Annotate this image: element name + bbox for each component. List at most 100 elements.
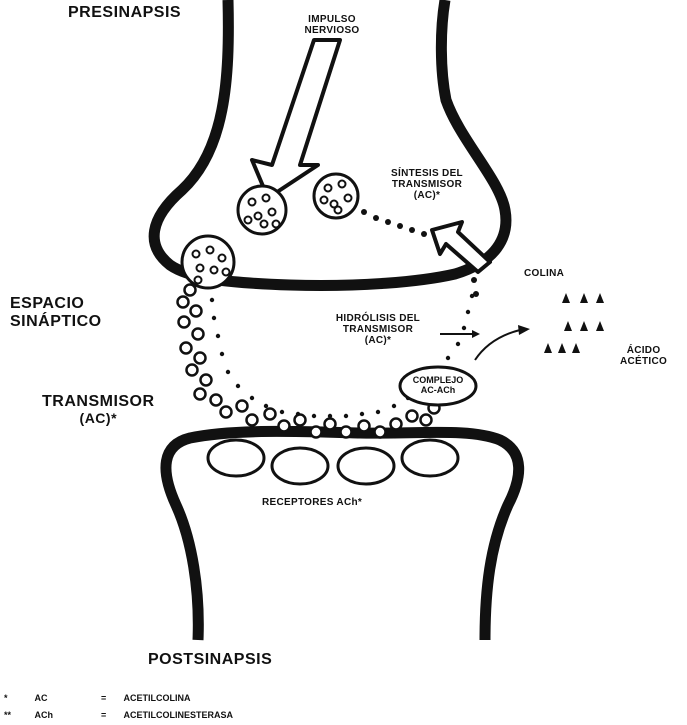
choline-dot [385, 219, 391, 225]
synthesis-line3: (AC)* [372, 190, 482, 201]
acetylcholine-dot [210, 298, 214, 302]
transmitter-molecule [261, 221, 268, 228]
receptor [208, 440, 264, 476]
metabolite-mark [596, 321, 604, 331]
receptor [402, 440, 458, 476]
metabolite-mark [564, 321, 572, 331]
released-transmitter [407, 411, 418, 422]
released-transmitter [185, 285, 196, 296]
synaptic-space-line1: ESPACIO [10, 295, 102, 313]
acetylcholine-dot [462, 326, 466, 330]
acetylcholine-dot [392, 404, 396, 408]
legend-meaning-2: ACETILCOLINESTERASA [124, 710, 234, 720]
metabolite-mark [580, 321, 588, 331]
transmitter-molecule [197, 265, 204, 272]
acetylcholine-dot [280, 410, 284, 414]
acetylcholine-dot [236, 384, 240, 388]
metabolite-mark [544, 343, 552, 353]
receptor [338, 448, 394, 484]
transmitter-molecule [193, 251, 200, 258]
transmitter-line2: (AC)* [42, 411, 155, 426]
transmitter-molecule [255, 213, 262, 220]
hydrolysis-line2: TRANSMISOR [318, 324, 438, 335]
transmitter-molecule [223, 269, 230, 276]
transmitter-molecule [335, 207, 342, 214]
released-transmitter [247, 415, 258, 426]
acetic-pointer-head [518, 325, 530, 335]
acetylcholine-dot [466, 310, 470, 314]
synthesis-line2: TRANSMISOR [372, 179, 482, 190]
acetylcholine-dot [212, 316, 216, 320]
transmitter-molecule [195, 277, 202, 284]
released-transmitter [265, 409, 276, 420]
released-transmitter [375, 427, 386, 438]
metabolite-mark [596, 293, 604, 303]
acetylcholine-dot [312, 414, 316, 418]
transmitter-molecule [321, 197, 328, 204]
acetic-line1: ÁCIDO [620, 345, 667, 356]
released-transmitter [295, 415, 306, 426]
released-transmitter [195, 389, 206, 400]
legend-mark-1: * [4, 693, 32, 703]
released-transmitter [391, 419, 402, 430]
released-transmitter [421, 415, 432, 426]
transmitter-molecule [249, 199, 256, 206]
transmitter-molecule [219, 255, 226, 262]
acetylcholine-dot [328, 414, 332, 418]
receptors-label: RECEPTORES ACh* [262, 497, 362, 508]
hydrolysis-line3: (AC)* [318, 335, 438, 346]
hydrolysis-line1: HIDRÓLISIS DEL [318, 313, 438, 324]
legend-row-1: * AC = ACETILCOLINA [4, 693, 191, 703]
metabolite-mark [558, 343, 566, 353]
choline-dot [409, 227, 415, 233]
acetylcholine-dot [360, 412, 364, 416]
choline-dot [421, 231, 427, 237]
hydrolysis-pointer-head [472, 330, 480, 338]
legend-abbr-1: AC [35, 693, 99, 703]
acetic-acid-label: ÁCIDO ACÉTICO [620, 345, 667, 367]
released-transmitter [193, 329, 204, 340]
acetylcholine-dot [446, 356, 450, 360]
legend-eq-1: = [101, 693, 121, 703]
released-transmitter [325, 419, 336, 430]
choline-label: COLINA [524, 268, 564, 279]
transmitter-molecule [345, 195, 352, 202]
impulse-arrow [252, 40, 340, 198]
acetylcholine-dot [296, 412, 300, 416]
released-transmitter [191, 306, 202, 317]
impulse-label: IMPULSO NERVIOSO [292, 14, 372, 36]
vesicle-fusing [182, 236, 234, 288]
legend-row-2: ** ACh = ACETILCOLINESTERASA [4, 710, 233, 720]
postsynapsis-label: POSTSINAPSIS [148, 651, 272, 669]
complex-line2: AC-ACh [404, 386, 472, 396]
acetic-line2: ACÉTICO [620, 356, 667, 367]
synaptic-space-label: ESPACIO SINÁPTICO [10, 295, 102, 330]
released-transmitter [279, 421, 290, 432]
legend-mark-2: ** [4, 710, 32, 720]
impulse-text: IMPULSO NERVIOSO [296, 14, 368, 36]
acetylcholine-dot [344, 414, 348, 418]
released-transmitter [237, 401, 248, 412]
released-transmitter [195, 353, 206, 364]
released-transmitter [211, 395, 222, 406]
acetylcholine-dot [250, 396, 254, 400]
transmitter-line1: TRANSMISOR [42, 393, 155, 411]
legend-meaning-1: ACETILCOLINA [124, 693, 191, 703]
receptor [272, 448, 328, 484]
released-transmitter [359, 421, 370, 432]
acetylcholine-dot [376, 410, 380, 414]
released-transmitter [201, 375, 212, 386]
hydrolysis-label: HIDRÓLISIS DEL TRANSMISOR (AC)* [318, 313, 438, 346]
released-transmitter [341, 427, 352, 438]
acetylcholine-dot [456, 342, 460, 346]
transmitter-molecule [211, 267, 218, 274]
synthesis-label: SÍNTESIS DEL TRANSMISOR (AC)* [372, 168, 482, 201]
synthesis-arrow [432, 222, 490, 272]
choline-dot [473, 291, 479, 297]
acetylcholine-dot [216, 334, 220, 338]
complex-label: COMPLEJO AC-ACh [404, 376, 472, 396]
legend-abbr-2: ACh [35, 710, 99, 720]
legend-eq-2: = [101, 710, 121, 720]
released-transmitter [178, 297, 189, 308]
choline-dot [361, 209, 367, 215]
